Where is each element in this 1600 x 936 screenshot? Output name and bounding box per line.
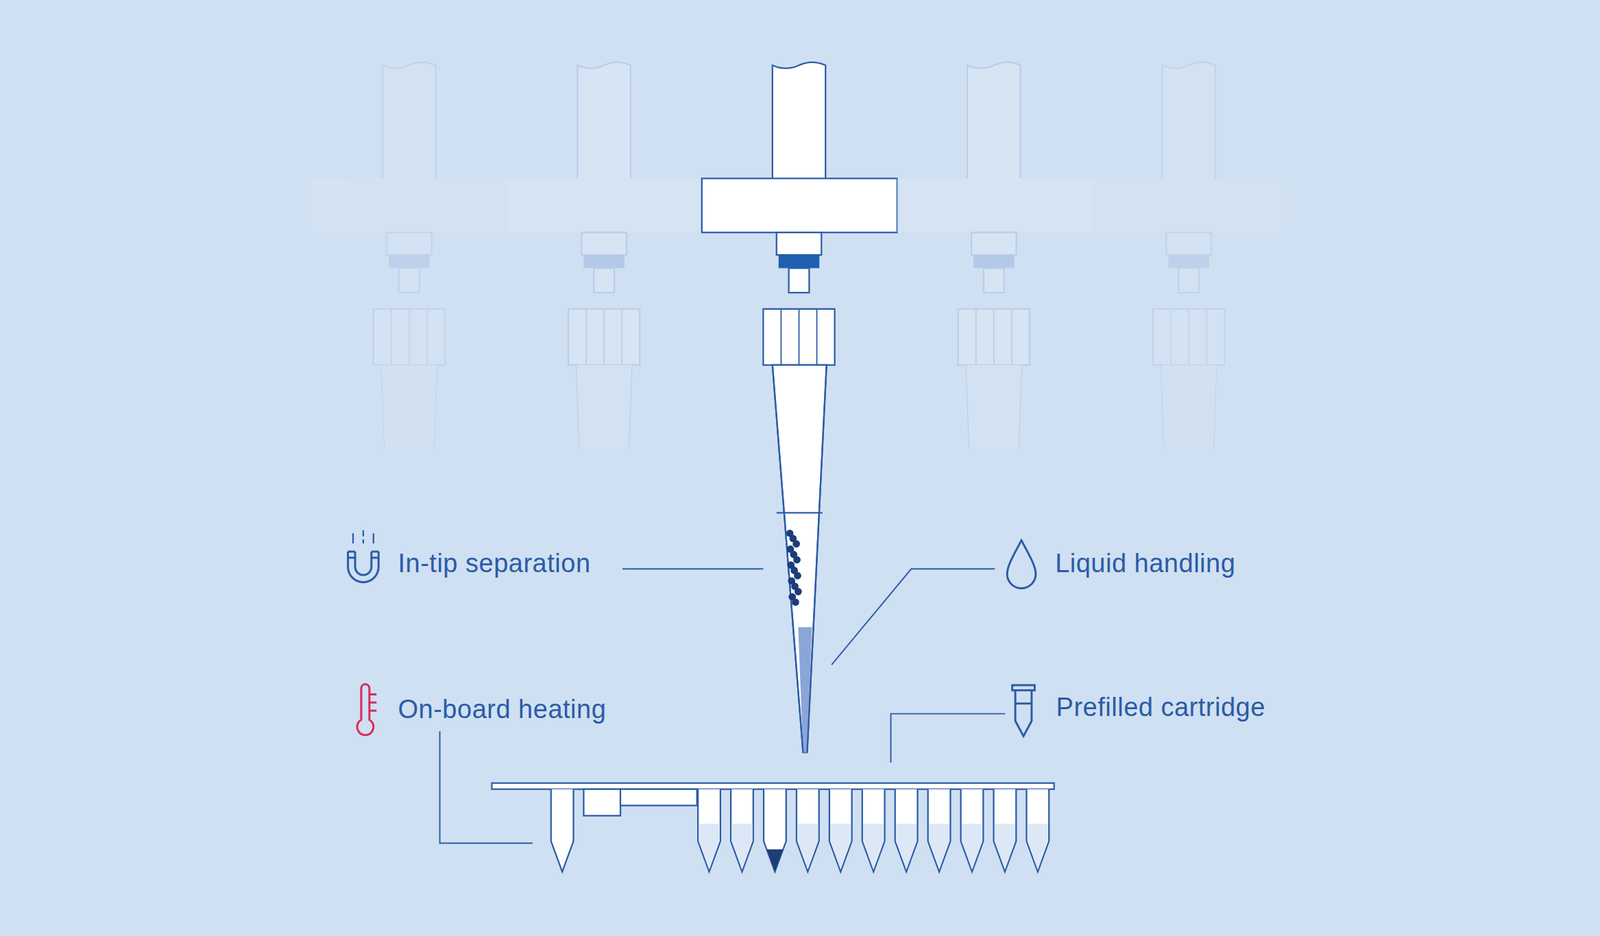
reagent	[732, 823, 753, 870]
callout-label: Liquid handling	[1055, 548, 1236, 580]
tube	[730, 789, 754, 873]
nozzle	[398, 268, 420, 293]
tube-icon	[1012, 685, 1036, 737]
tip-outline	[966, 365, 1022, 450]
tip-outline	[381, 365, 437, 450]
seal-ring	[388, 255, 430, 269]
sample	[766, 850, 783, 873]
tip-collar	[1153, 309, 1225, 366]
seal-ring	[583, 255, 625, 269]
head-bar	[311, 178, 507, 233]
tube	[928, 789, 951, 873]
nozzle	[789, 268, 810, 293]
tube	[994, 789, 1017, 873]
callout-label: Prefilled cartridge	[1056, 692, 1266, 724]
reagent	[863, 823, 884, 870]
channel	[1092, 62, 1289, 450]
nozzle	[983, 268, 1005, 293]
tip-outline	[1161, 365, 1217, 450]
thermometer-icon	[357, 684, 377, 735]
magnet-icon	[348, 530, 380, 583]
shaft	[1161, 62, 1215, 179]
tip-collar	[958, 309, 1030, 366]
reagent	[928, 823, 950, 870]
reagent	[1027, 823, 1049, 870]
pipette-tip	[772, 365, 827, 753]
tip-collar	[373, 309, 445, 366]
seal-ring	[1168, 255, 1210, 269]
channel	[311, 62, 507, 450]
adapter	[386, 232, 432, 256]
tip-collar	[568, 309, 640, 366]
tube	[796, 789, 820, 873]
prefilled-cartridge	[491, 783, 1054, 872]
reagent	[994, 823, 1016, 870]
drop-icon	[1007, 540, 1036, 589]
tube	[895, 789, 918, 873]
reagent	[797, 823, 818, 870]
tube	[961, 789, 984, 873]
head-bar	[1092, 178, 1289, 233]
channel	[506, 62, 702, 450]
head-bar	[506, 178, 702, 233]
tube	[763, 789, 787, 873]
tip-outline	[576, 365, 632, 450]
magnetic-beads	[786, 529, 803, 606]
bead	[793, 556, 801, 565]
seal-ring	[778, 255, 820, 269]
head-bar	[701, 178, 898, 233]
adapter	[971, 232, 1016, 256]
reagent	[895, 823, 917, 870]
head-bar	[897, 178, 1093, 233]
tube	[829, 789, 853, 873]
reagent	[961, 823, 983, 870]
bead	[793, 572, 802, 580]
shaft	[577, 62, 631, 179]
bead	[791, 598, 800, 606]
tube	[697, 789, 721, 873]
seal-ring	[973, 255, 1015, 269]
shaft	[382, 62, 436, 179]
bead	[794, 588, 803, 596]
adapter	[1166, 232, 1211, 256]
channel	[701, 62, 898, 366]
nozzle	[1178, 268, 1199, 293]
tube	[551, 789, 574, 873]
tube	[862, 789, 886, 873]
reagent	[830, 823, 851, 870]
nozzle	[593, 268, 615, 293]
tube	[1026, 789, 1049, 873]
shaft	[772, 62, 826, 179]
adapter	[776, 232, 822, 256]
callout-label: On-board heating	[398, 694, 607, 726]
callout-label: In-tip separation	[398, 548, 591, 580]
shaft	[967, 62, 1021, 179]
channel	[897, 62, 1093, 450]
reagent	[699, 823, 720, 870]
bead	[792, 540, 800, 548]
tip-collar	[762, 309, 835, 366]
adapter	[581, 232, 626, 256]
